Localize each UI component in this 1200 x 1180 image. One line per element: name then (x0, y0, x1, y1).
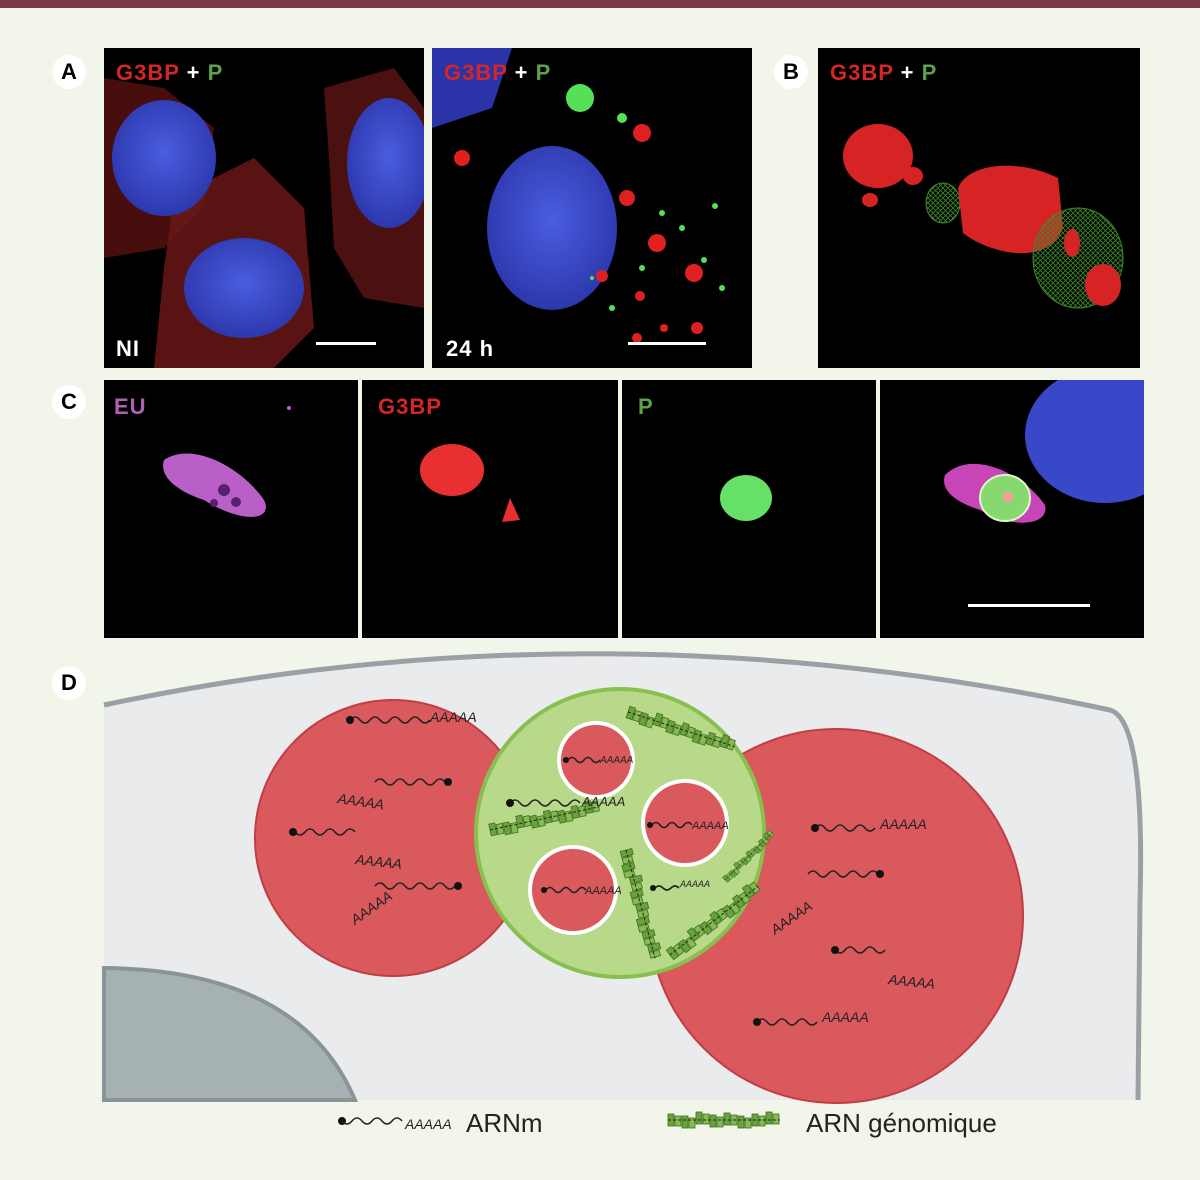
label-eu: EU (114, 394, 147, 419)
scale-bar (316, 342, 376, 345)
label-g3bp: G3BP (378, 394, 442, 419)
polya-tail: AAAAA (404, 1116, 452, 1132)
polya-tail: AAAAA (584, 885, 622, 897)
polya-tail: AAAAA (599, 755, 634, 766)
panel-a-left-micrograph: G3BP + P NI (104, 48, 424, 368)
polya-tail: AAAAA (336, 790, 385, 812)
label-p: P (921, 60, 938, 85)
label-plus: + (900, 60, 915, 85)
condition-label-ni: NI (116, 336, 140, 361)
polya-tail: AAAAA (821, 1009, 869, 1025)
polya-tail: AAAAA (679, 879, 710, 889)
scale-bar (628, 342, 706, 345)
legend-genomic-glyph (668, 1112, 780, 1128)
label-g3bp: G3BP (830, 60, 894, 85)
panel-c-g3bp-image (420, 444, 520, 522)
legend-genomic-label: ARN génomique (806, 1108, 997, 1138)
label-plus: + (186, 60, 201, 85)
polya-tail: AAAAA (581, 794, 625, 809)
panel-badge-d: D (52, 666, 86, 700)
panel-c-g3bp-channel: G3BP (362, 380, 618, 638)
label-p: P (535, 60, 552, 85)
panel-a-right-image (432, 48, 725, 343)
label-p: P (638, 394, 654, 419)
header-bar (0, 0, 1200, 8)
label-g3bp: G3BP (116, 60, 180, 85)
panel-b-3d-reconstruction: G3BP + P (818, 48, 1140, 368)
polya-tail: AAAAA (879, 816, 927, 832)
scale-bar (968, 604, 1090, 607)
polya-tail: AAAAA (887, 971, 936, 992)
panel-c-eu-image (163, 406, 291, 517)
label-plus: + (514, 60, 529, 85)
legend-mrna-label: ARNm (466, 1108, 543, 1138)
panel-badge-c: C (52, 385, 86, 419)
polya-tail: AAAAA (354, 851, 403, 872)
panel-a-right-micrograph: G3BP + P 24 h (432, 48, 752, 368)
panel-b-image (843, 124, 1124, 309)
panel-c-p-image (720, 475, 772, 521)
panel-a-left-image (104, 68, 424, 368)
panel-c-merge-image (944, 380, 1144, 523)
legend-mrna-glyph: AAAAA (338, 1116, 452, 1132)
panel-badge-a: A (52, 55, 86, 89)
condition-label-24h: 24 h (446, 336, 495, 361)
panel-c-eu-channel: EU (104, 380, 358, 638)
panel-badge-b: B (774, 55, 808, 89)
panel-c-merge (880, 380, 1144, 638)
label-g3bp: G3BP (444, 60, 508, 85)
polya-tail: AAAAA (429, 709, 477, 725)
panel-c-p-channel: P (622, 380, 876, 638)
label-p: P (207, 60, 224, 85)
polya-tail: AAAAA (691, 820, 729, 832)
